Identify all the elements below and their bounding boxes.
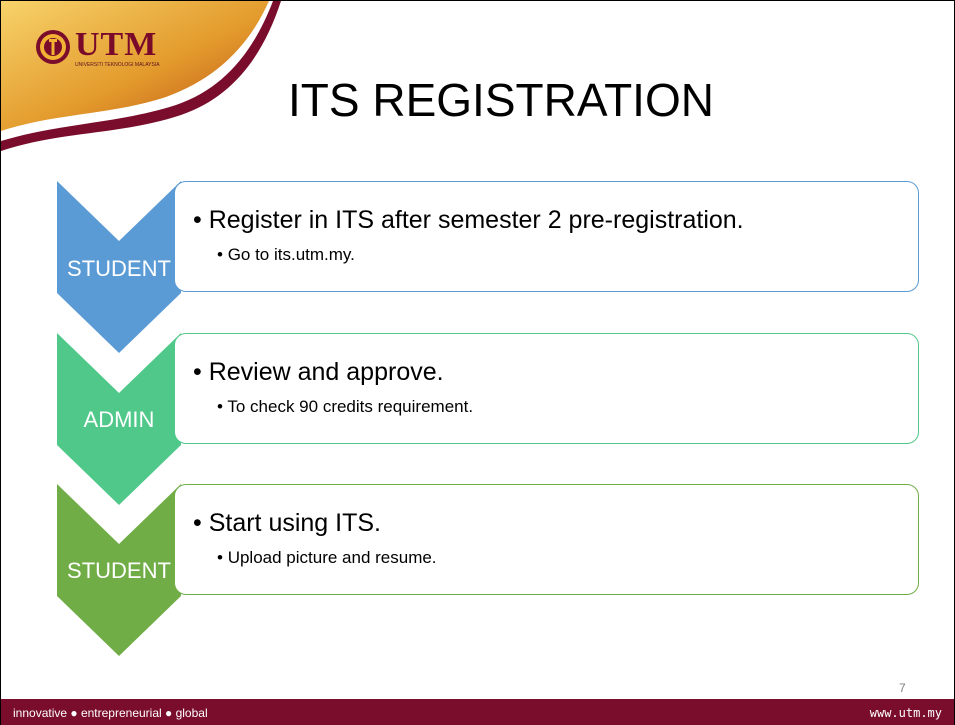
slide-title: ITS REGISTRATION	[288, 74, 714, 126]
step-1-box: • Register in ITS after semester 2 pre-r…	[174, 181, 919, 292]
step-3-box: • Start using ITS. • Upload picture and …	[174, 484, 919, 595]
utm-logo: UTM UNIVERSITI TEKNOLOGI MALAYSIA	[35, 26, 160, 68]
chevron-step-2	[57, 333, 181, 505]
step-3-main-bullet: • Start using ITS.	[193, 509, 381, 537]
utm-seal-icon	[36, 30, 70, 64]
corner-swoosh-decoration	[1, 1, 281, 151]
step-2-box: • Review and approve. • To check 90 cred…	[174, 333, 919, 444]
footer-url: www.utm.my	[869, 706, 942, 720]
step-3-actor: STUDENT	[67, 558, 171, 583]
footer-tagline: innovative ● entrepreneurial ● global	[13, 706, 208, 720]
step-1-actor: STUDENT	[67, 256, 171, 281]
step-1-sub-bullet: • Go to its.utm.my.	[217, 245, 355, 264]
step-2-sub-bullet: • To check 90 credits requirement.	[217, 397, 474, 416]
logo-wordmark: UTM	[75, 26, 158, 63]
step-1-main-bullet: • Register in ITS after semester 2 pre-r…	[193, 206, 744, 234]
step-2-main-bullet: • Review and approve.	[193, 358, 444, 386]
chevron-step-3	[57, 484, 181, 656]
logo-subtitle: UNIVERSITI TEKNOLOGI MALAYSIA	[75, 62, 160, 68]
footer-bar: innovative ● entrepreneurial ● global ww…	[1, 699, 954, 725]
page-number: 7	[899, 681, 906, 695]
step-3-sub-bullet: • Upload picture and resume.	[217, 548, 437, 567]
step-2-actor: ADMIN	[83, 407, 155, 432]
chevron-step-1	[57, 181, 181, 353]
